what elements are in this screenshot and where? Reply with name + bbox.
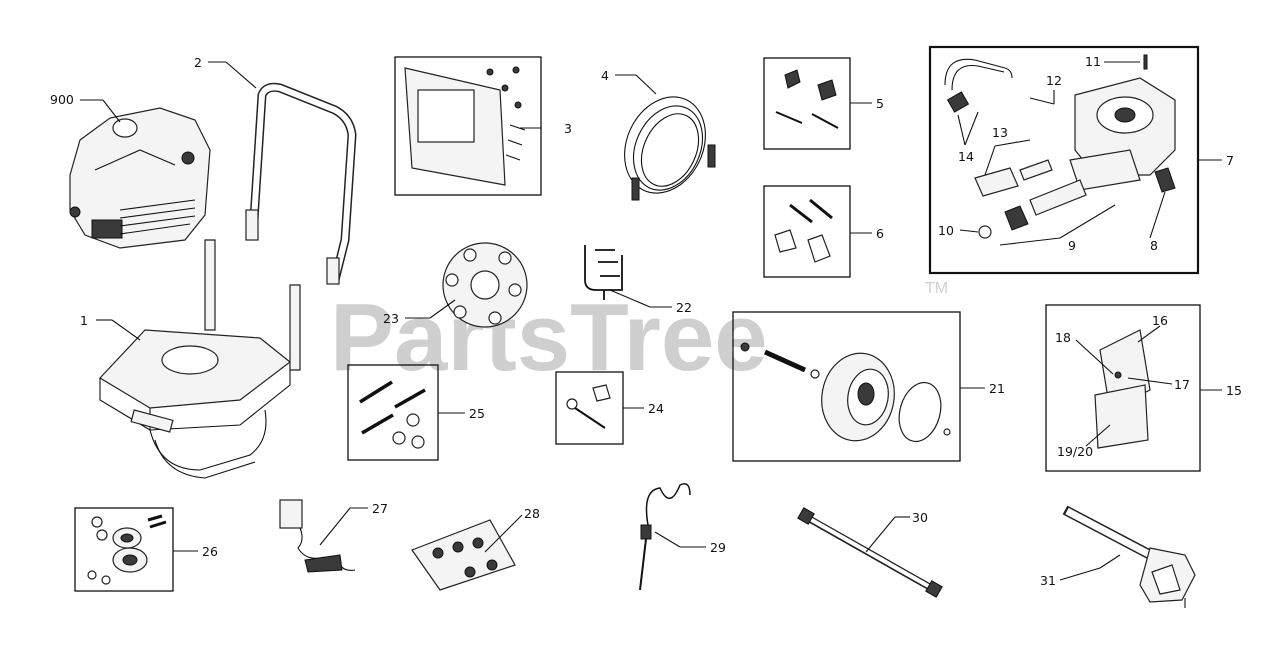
part-nozzle-kit[interactable] <box>411 519 516 591</box>
callout-15: 15 <box>1226 383 1242 398</box>
callout-1: 1 <box>80 313 88 328</box>
callout-900: 900 <box>50 92 74 107</box>
callout-30: 30 <box>912 510 928 525</box>
part-knob-kit-5[interactable] <box>775 69 839 129</box>
part-kit-24[interactable] <box>566 384 611 429</box>
callout-9: 9 <box>1068 238 1076 253</box>
callout-14: 14 <box>958 149 974 164</box>
callout-31: 31 <box>1040 573 1056 588</box>
callout-25: 25 <box>469 406 485 421</box>
part-siphon-tube[interactable] <box>639 483 691 591</box>
part-frame[interactable] <box>99 239 301 479</box>
part-pump[interactable] <box>944 58 1176 239</box>
callout-23: 23 <box>383 311 399 326</box>
callout-19-20: 19/20 <box>1057 444 1093 459</box>
callout-5: 5 <box>876 96 884 111</box>
callout-3: 3 <box>564 121 572 136</box>
callout-13: 13 <box>992 125 1008 140</box>
callout-27: 27 <box>372 501 388 516</box>
callout-16: 16 <box>1152 313 1168 328</box>
callout-26: 26 <box>202 544 218 559</box>
watermark-trademark: TM <box>925 280 948 297</box>
callout-10: 10 <box>938 223 954 238</box>
callout-4: 4 <box>601 68 609 83</box>
part-bearing-kit[interactable] <box>87 514 167 585</box>
part-wheel-kit[interactable] <box>740 342 951 447</box>
part-hose[interactable] <box>609 84 720 207</box>
part-hose-reel[interactable] <box>442 242 528 328</box>
part-bolt-kit-6[interactable] <box>774 198 833 263</box>
part-spray-gun[interactable] <box>1062 505 1196 608</box>
callout-6: 6 <box>876 226 884 241</box>
part-handle[interactable] <box>245 82 357 285</box>
callout-17: 17 <box>1174 377 1190 392</box>
callout-21: 21 <box>989 381 1005 396</box>
part-engine[interactable] <box>69 107 211 249</box>
callout-28: 28 <box>524 506 540 521</box>
part-control-panel[interactable] <box>404 66 526 186</box>
callout-24: 24 <box>648 401 664 416</box>
callout-18: 18 <box>1055 330 1071 345</box>
part-bolt-kit-25[interactable] <box>359 380 426 449</box>
callout-11: 11 <box>1085 54 1101 69</box>
callout-29: 29 <box>710 540 726 555</box>
callout-22: 22 <box>676 300 692 315</box>
part-battery-charger[interactable] <box>279 499 356 573</box>
watermark: PartsTree TM <box>330 280 948 391</box>
callout-2: 2 <box>194 55 202 70</box>
part-guard-kit[interactable] <box>1094 329 1151 449</box>
callout-8: 8 <box>1150 238 1158 253</box>
callout-7: 7 <box>1226 153 1234 168</box>
part-wand-holder[interactable] <box>584 245 623 300</box>
callout-12: 12 <box>1046 73 1062 88</box>
part-spray-wand[interactable] <box>797 507 943 598</box>
watermark-text: PartsTree <box>330 284 768 391</box>
